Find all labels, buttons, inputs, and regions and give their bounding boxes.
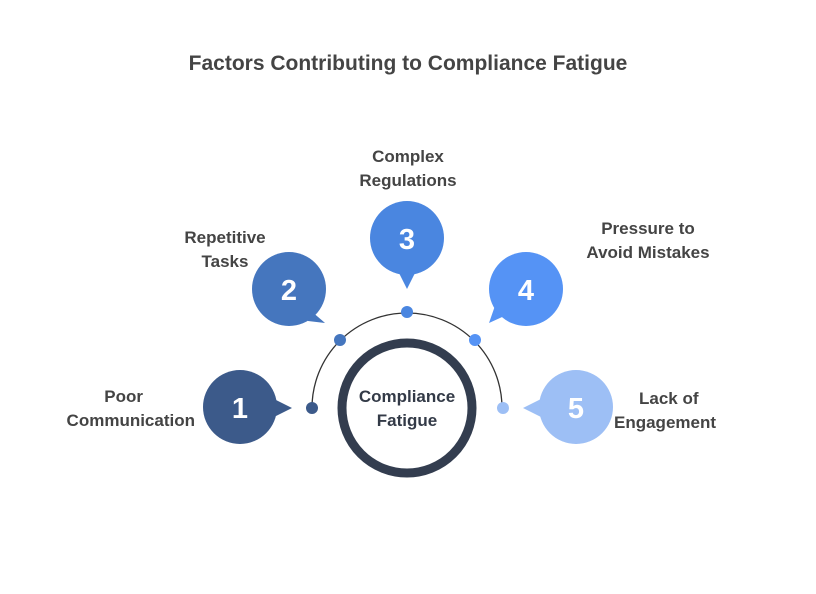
svg-text:5: 5	[568, 393, 584, 425]
factor-label-5-line2: Engagement	[614, 413, 717, 432]
factor-bubble-1: 1	[203, 370, 292, 444]
arc-dot-1	[306, 402, 318, 414]
factor-label-5: Lack of Engagement	[614, 387, 744, 435]
factor-bubble-2: 2	[252, 252, 326, 326]
arc-dot-4	[469, 334, 481, 346]
factor-label-2-line2: Tasks	[201, 252, 249, 271]
svg-text:1: 1	[232, 393, 248, 425]
center-ring	[337, 338, 477, 478]
center-label-line1: Compliance	[358, 387, 456, 406]
factor-label-1-line2: Communication	[66, 411, 195, 430]
center-label-line2: Fatigue	[376, 411, 438, 430]
center-label: Compliance Fatigue	[332, 385, 482, 433]
factor-bubble-3: 3	[370, 201, 444, 289]
svg-text:2: 2	[281, 275, 297, 307]
factor-label-3-line1: Complex	[372, 147, 444, 166]
factor-label-4-line2: Avoid Mistakes	[586, 243, 710, 262]
factor-label-5-line1: Lack of	[639, 389, 699, 408]
factor-bubble-5: 5	[523, 370, 613, 444]
factor-label-3: Complex Regulations	[333, 145, 483, 193]
factor-label-1-line1: Poor	[104, 387, 143, 406]
arc-dot-2	[334, 334, 346, 346]
factor-label-2-line1: Repetitive	[184, 228, 266, 247]
factor-label-4-line1: Pressure to	[601, 219, 695, 238]
factor-label-2: Repetitive Tasks	[150, 226, 300, 274]
factor-label-1: Poor Communication	[20, 385, 195, 433]
arc-dot-3	[401, 306, 413, 318]
arc-dot-5	[497, 402, 509, 414]
factor-label-4: Pressure to Avoid Mistakes	[568, 217, 728, 265]
factor-bubble-4: 4	[489, 252, 563, 326]
factor-label-3-line2: Regulations	[359, 171, 457, 190]
svg-text:4: 4	[518, 275, 534, 307]
svg-text:3: 3	[399, 224, 415, 256]
diagram-title: Factors Contributing to Compliance Fatig…	[188, 52, 628, 75]
